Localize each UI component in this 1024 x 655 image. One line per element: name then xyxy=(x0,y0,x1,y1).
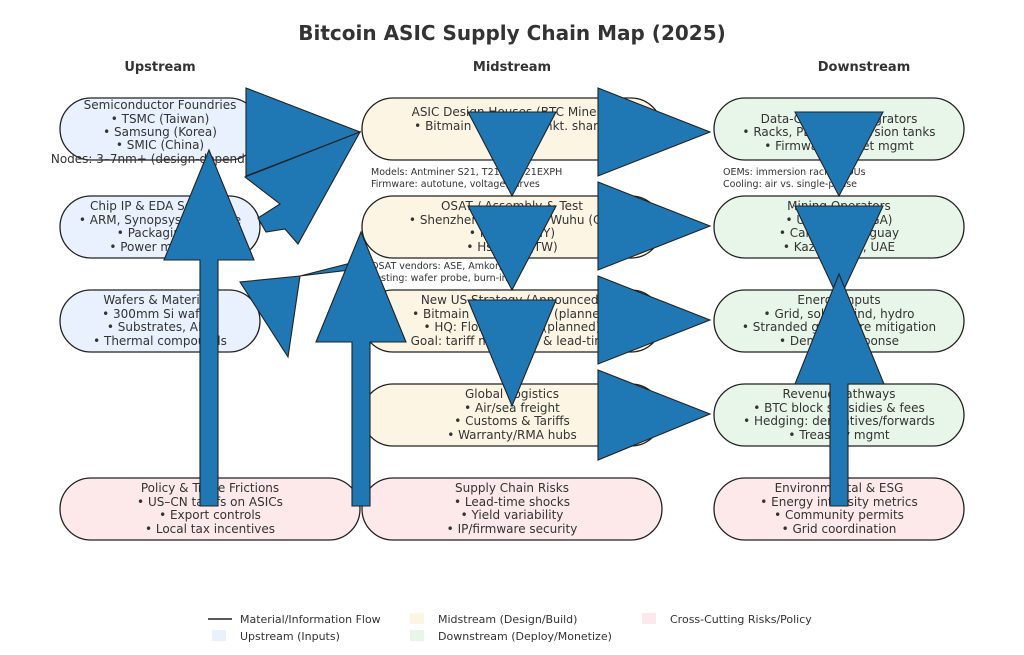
flow-arrow-logistics-to-revenue xyxy=(597,369,712,461)
flow-arrow-policy-to-osat xyxy=(315,230,407,507)
flow-arrow-policy-to-foundries xyxy=(163,148,255,507)
legend-risks-swatch xyxy=(642,613,656,624)
flow-arrow-datacenter-to-mining xyxy=(794,111,884,198)
flow-arrow-asic-to-datacenter xyxy=(597,87,712,177)
column-header-midstream: Midstream xyxy=(473,60,551,75)
node-risks: Supply Chain Risks • Lead-time shocks • … xyxy=(361,477,663,541)
legend: Material/Information Flow Upstream (Inpu… xyxy=(208,613,812,643)
flow-arrow-us-strategy-to-energy xyxy=(597,275,712,365)
node-logistics-line: • Warranty/RMA hubs xyxy=(447,428,577,442)
legend-midstream-label: Midstream (Design/Build) xyxy=(438,613,577,626)
flow-arrow-osat-to-mining xyxy=(597,181,712,271)
node-policy: Policy & Trade Frictions • US–CN tariffs… xyxy=(59,477,361,541)
node-policy-line: • Local tax incentives xyxy=(145,522,275,536)
flow-arrow-esg-to-energy xyxy=(794,272,885,507)
note-oems: OEMs: immersion racks, PDUs Cooling: air… xyxy=(723,167,866,190)
node-logistics-line: • Customs & Tariffs xyxy=(454,414,570,428)
flow-arrow-asic-to-osat xyxy=(467,111,557,198)
note-cooling-line: Cooling: air vs. single-phase xyxy=(723,179,857,190)
note-models: Models: Antminer S21, T21, U3S21EXPH Fir… xyxy=(371,167,562,190)
node-wafers-title: Wafers & Materials xyxy=(103,293,216,307)
note-models-line: Models: Antminer S21, T21, U3S21EXPH xyxy=(371,167,562,178)
flow-arrow-mining-to-energy xyxy=(794,205,884,302)
note-osat-vendors: OSAT vendors: ASE, Amkor, JCET Testing: … xyxy=(370,261,526,284)
node-risks-line: • Yield variability xyxy=(461,508,564,522)
column-header-downstream: Downstream xyxy=(818,60,911,75)
node-foundries: Semiconductor Foundries • TSMC (Taiwan) … xyxy=(51,97,269,166)
node-foundries-line: Nodes: 3–7nm+ (design-dependent) xyxy=(51,152,269,166)
node-policy-line: • Export controls xyxy=(159,508,261,522)
node-wafers-line: • Substrates, ABF xyxy=(107,320,213,334)
legend-downstream-label: Downstream (Deploy/Monetize) xyxy=(438,630,612,643)
note-osat-vendors-line: OSAT vendors: ASE, Amkor, JCET xyxy=(371,261,526,272)
node-foundries-line: • TSMC (Taiwan) xyxy=(111,112,210,126)
note-testing-line: Testing: wafer probe, burn-in xyxy=(370,273,508,284)
node-foundries-title: Semiconductor Foundries xyxy=(84,98,237,112)
legend-downstream-swatch xyxy=(410,630,424,641)
legend-upstream-label: Upstream (Inputs) xyxy=(240,630,340,643)
node-esg-line: • Grid coordination xyxy=(782,522,897,536)
node-risks-line: • Lead-time shocks xyxy=(454,495,570,509)
legend-flow-label: Material/Information Flow xyxy=(240,613,381,626)
flow-arrow-osat-to-us-strategy xyxy=(467,205,557,292)
flow-arrow-us-strategy-to-logistics xyxy=(467,299,557,408)
legend-midstream-swatch xyxy=(410,613,424,624)
node-risks-title: Supply Chain Risks xyxy=(455,481,569,495)
diagram-title: Bitcoin ASIC Supply Chain Map (2025) xyxy=(298,21,726,45)
node-risks-line: • IP/firmware security xyxy=(447,522,578,536)
node-logistics-line: • Air/sea freight xyxy=(464,401,560,415)
legend-upstream-swatch xyxy=(212,630,226,641)
node-foundries-line: • Samsung (Korea) xyxy=(103,125,217,139)
node-esg-line: • Community permits xyxy=(774,508,904,522)
legend-risks-label: Cross-Cutting Risks/Policy xyxy=(670,613,812,626)
flow-arrow-chipip-to-asic xyxy=(243,130,362,245)
node-wafers-line: • Thermal compounds xyxy=(93,334,227,348)
node-wafers: Wafers & Materials • 300mm Si wafers • S… xyxy=(59,289,261,353)
node-foundries-line: • SMIC (China) xyxy=(116,138,204,152)
note-firmware-line: Firmware: autotune, voltage curves xyxy=(371,179,540,190)
node-risks-box xyxy=(361,477,663,541)
column-header-upstream: Upstream xyxy=(124,60,195,75)
node-wafers-line: • 300mm Si wafers xyxy=(102,307,218,321)
note-oems-line: OEMs: immersion racks, PDUs xyxy=(723,167,866,178)
